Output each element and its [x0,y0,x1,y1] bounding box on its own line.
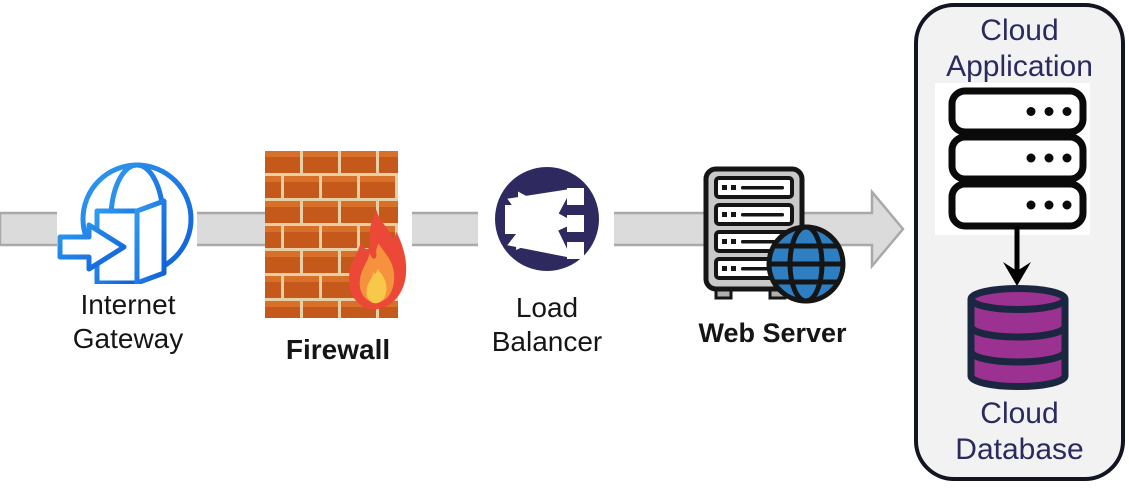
load-balancer-label: Load Balancer [467,287,627,363]
cloud-database-label: Cloud Database [955,397,1084,466]
web-server-label: Web Server [698,318,847,348]
down-arrow-icon [1003,226,1031,286]
internet-gateway-label: Internet Gateway [45,284,211,360]
flame-icon [348,209,407,310]
cloud-panel: Cloud Application [914,3,1125,481]
firewall-label: Firewall [258,333,418,367]
load-balancer-icon [495,167,599,271]
cloud-application-label: Cloud Application [946,14,1093,83]
node-firewall [265,151,412,327]
cloud-application-icon-card [935,83,1090,235]
node-internet-gateway [57,155,197,288]
internet-gateway-globe-door-icon [57,162,194,286]
server-stack-icon [948,87,1087,230]
database-cylinder-icon [967,285,1069,390]
server-tower-globe-icon [703,166,846,304]
node-load-balancer [478,155,614,285]
cloud-database-label-wrap-guide [933,396,1106,468]
